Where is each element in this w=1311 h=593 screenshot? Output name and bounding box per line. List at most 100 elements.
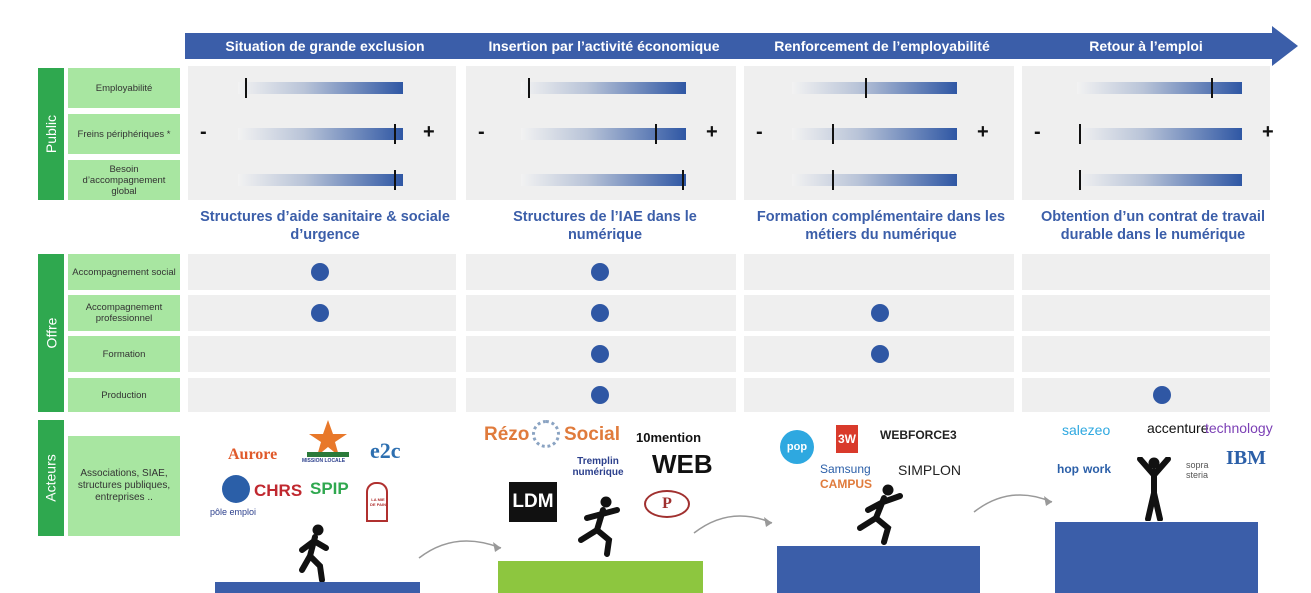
phase-title-4: Retour à l’emploi [1089,38,1203,54]
logo-campus: CAMPUS [820,477,873,491]
offre-cell-3-4 [1022,336,1270,372]
logo-sopra-steria: sopra steria [1186,460,1209,480]
level-marker [393,124,396,144]
level-marker [528,78,531,98]
victory-person-icon [1137,457,1171,521]
curved-arrow-1-icon [418,540,502,559]
level-marker [832,124,835,144]
gradient-bar [1077,174,1242,186]
pole-emploi-icon [222,475,250,503]
logo-salezeo: salezeo [1062,422,1111,438]
scale-plus: + [1262,121,1274,143]
gradient-bar [792,174,957,186]
row-label-acc-social: Accompagnement social [68,254,180,290]
running-person-icon-1 [578,496,620,557]
offer-dot [311,304,329,322]
logo-mission-locale: MISSION LOCALE [302,458,346,464]
logo-3w: 3W [836,425,858,453]
gradient-bar [792,82,957,94]
phase-title-2: Insertion par l’activité économique [488,38,720,54]
offre-cell-2-4 [1022,295,1270,331]
offre-cell-1-3 [744,254,1014,290]
logo-simplon: SIMPLON [898,462,962,478]
offre-cell-1-4 [1022,254,1270,290]
scale-minus: - [478,121,485,143]
level-marker [1211,78,1214,98]
platform-3 [777,546,980,593]
gradient-bar [521,82,686,94]
logo-web: WEB [652,449,713,479]
offer-dot [871,345,889,363]
mie-de-pain-icon [366,482,388,522]
logo-rezo: Rézo [484,424,530,445]
offer-dot [591,304,609,322]
offre-cell-4-4 [1022,378,1270,412]
offer-dot [591,263,609,281]
logo-social: Social [564,424,620,445]
offer-dot [591,386,609,404]
logo-spip: SPIP [310,479,349,498]
level-marker [245,78,248,98]
logo-technology: technology [1205,420,1273,436]
curved-arrow-2-icon [693,515,773,534]
offre-cell-3-1 [188,336,456,372]
offer-dot [871,304,889,322]
platform-1 [215,582,420,593]
row-label-freins: Freins périphériques * [68,114,180,154]
section-acteurs: Acteurs [38,420,64,536]
phase-subtitle-1: Structures d’aide sanitaire & sociale d’… [200,209,450,243]
row-label-acteurs: Associations, SIAE, structures publiques… [68,436,180,536]
curved-arrow-3-icon [973,494,1053,513]
section-offre: Offre [38,254,64,412]
gradient-bar [1077,128,1242,140]
level-marker [681,170,684,190]
logo-ibm: IBM [1226,447,1266,469]
logo-webforce3: WEBFORCE3 [880,428,957,442]
row-label-acc-pro: Accompagnement professionnel [68,295,180,331]
phase-arrow [185,33,1275,59]
logo-chrs: CHRS [254,481,303,500]
gradient-bar [792,128,957,140]
logo-hop: hop [1057,462,1079,476]
scale-plus: + [977,121,989,143]
walking-person-icon [299,524,329,582]
rezo-social-icon [532,420,560,448]
logo-e2c: e2c [370,438,401,463]
phase-title-1: Situation de grande exclusion [225,38,425,54]
logo-tremplin: Tremplin numérique [572,456,624,478]
scale-minus: - [756,121,763,143]
logo-mie-de-pain: LA MIE DE PAIN [370,497,386,507]
offer-dot [591,345,609,363]
gradient-bar [521,128,686,140]
gradient-bar [521,174,686,186]
arrow-head-icon [1272,26,1298,66]
level-marker [832,170,835,190]
logo-ldm: LDM [509,482,557,522]
level-marker [393,170,396,190]
row-label-besoin: Besoin d’accompagnement global [68,160,180,200]
logo-pop: pop [780,430,814,464]
gradient-bar [238,128,403,140]
scale-plus: + [423,121,435,143]
logo-aurore: Aurore [228,446,278,463]
scale-minus: - [200,121,207,143]
phase-title-3: Renforcement de l’employabilité [774,38,990,54]
offre-cell-4-1 [188,378,456,412]
phase-subtitle-2: Structures de l’IAE dans le numérique [513,209,697,243]
platform-2 [498,561,703,593]
section-public: Public [38,68,64,200]
scale-minus: - [1034,121,1041,143]
row-label-employabilite: Employabilité [68,68,180,108]
logo-p: P [644,490,690,518]
gradient-bar [238,174,403,186]
offer-dot [1153,386,1171,404]
logo-pole-emploi: pôle emploi [210,507,257,517]
row-label-formation: Formation [68,336,180,372]
offre-cell-4-3 [744,378,1014,412]
logo-accenture: accenture [1147,420,1209,436]
phase-subtitle-4: Obtention d’un contrat de travail durabl… [1041,209,1265,243]
scale-plus: + [706,121,718,143]
logo-work: work [1083,462,1112,476]
level-marker [865,78,868,98]
platform-4 [1055,522,1258,593]
